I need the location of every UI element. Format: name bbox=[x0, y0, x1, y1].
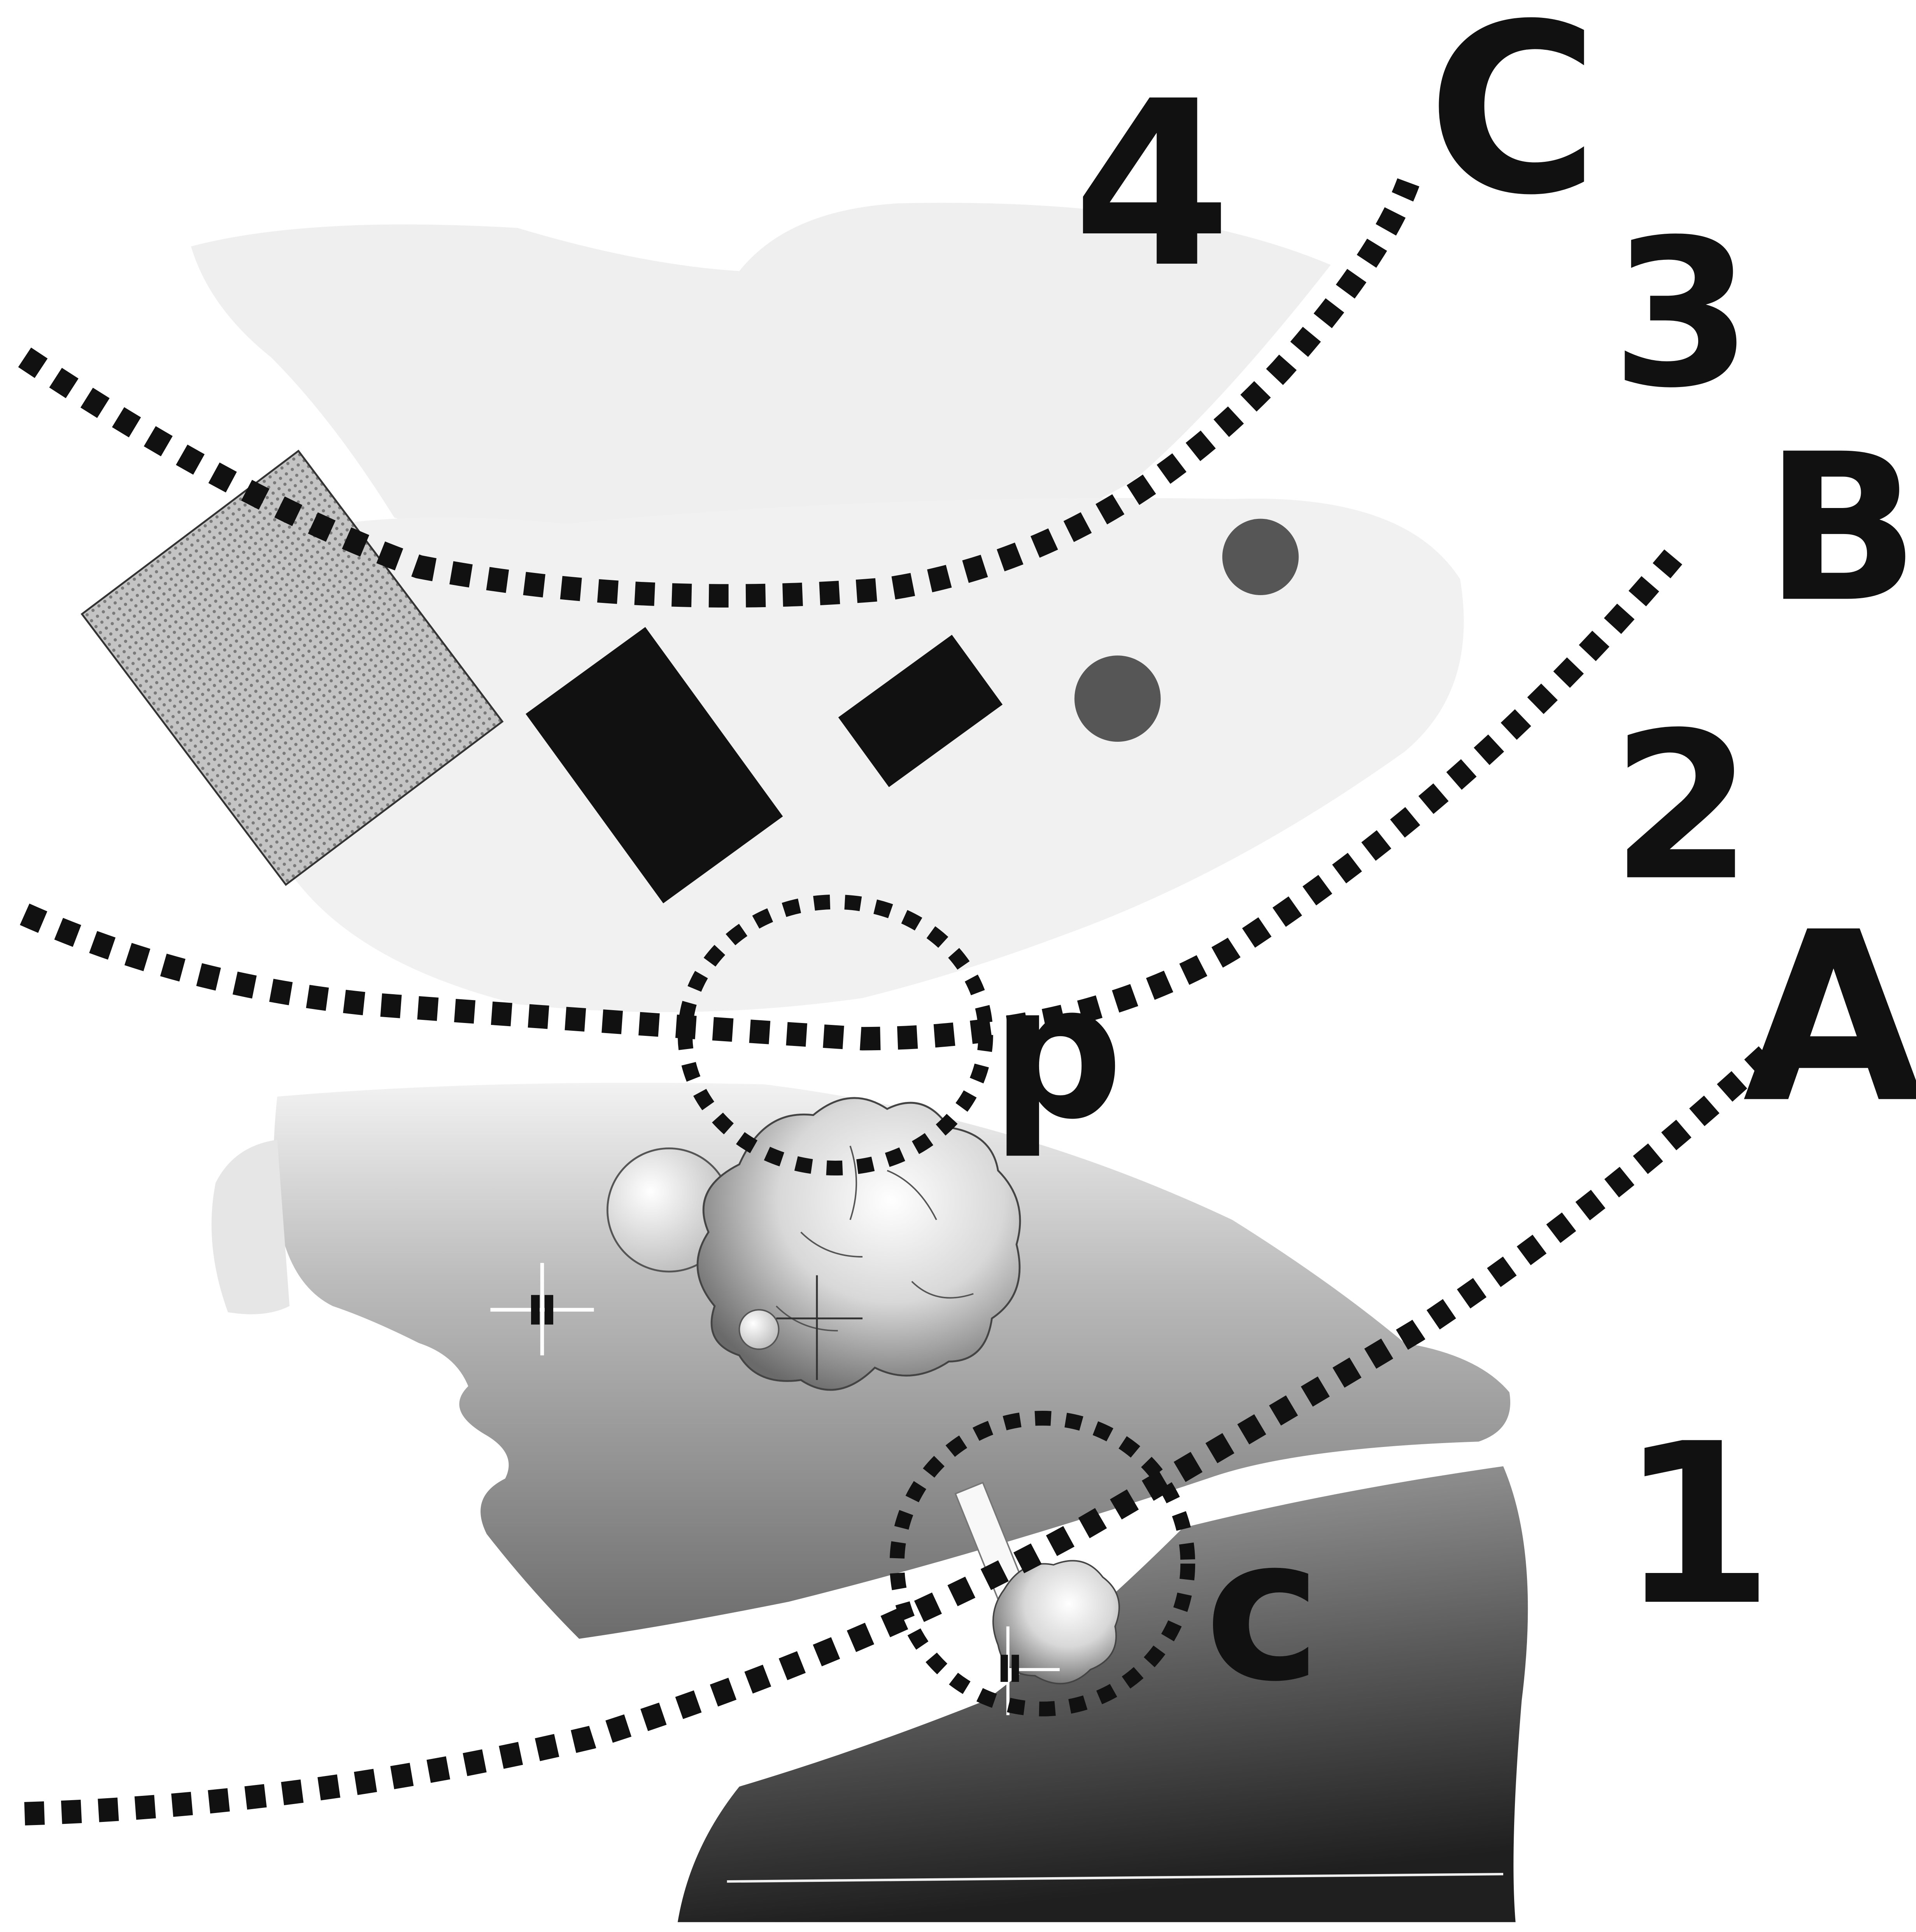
small-sphere bbox=[739, 1310, 778, 1349]
boundary-letter-a: A bbox=[1743, 882, 1916, 1154]
grey-dot-lower bbox=[1075, 655, 1161, 742]
boundary-letter-c: C bbox=[1427, 0, 1599, 246]
boundary-letter-b: B bbox=[1765, 410, 1916, 647]
inset-letter-d: d bbox=[991, 971, 1123, 1186]
zone-number-3: 3 bbox=[1611, 196, 1753, 433]
inset-letter-c: c bbox=[1204, 1495, 1321, 1725]
grey-dot-upper bbox=[1222, 519, 1299, 595]
zone-number-2: 2 bbox=[1611, 689, 1753, 925]
zone-left-strip bbox=[212, 1140, 290, 1314]
zone-number-4: 4 bbox=[1073, 53, 1231, 318]
zone-number-1: 1 bbox=[1620, 1396, 1774, 1654]
